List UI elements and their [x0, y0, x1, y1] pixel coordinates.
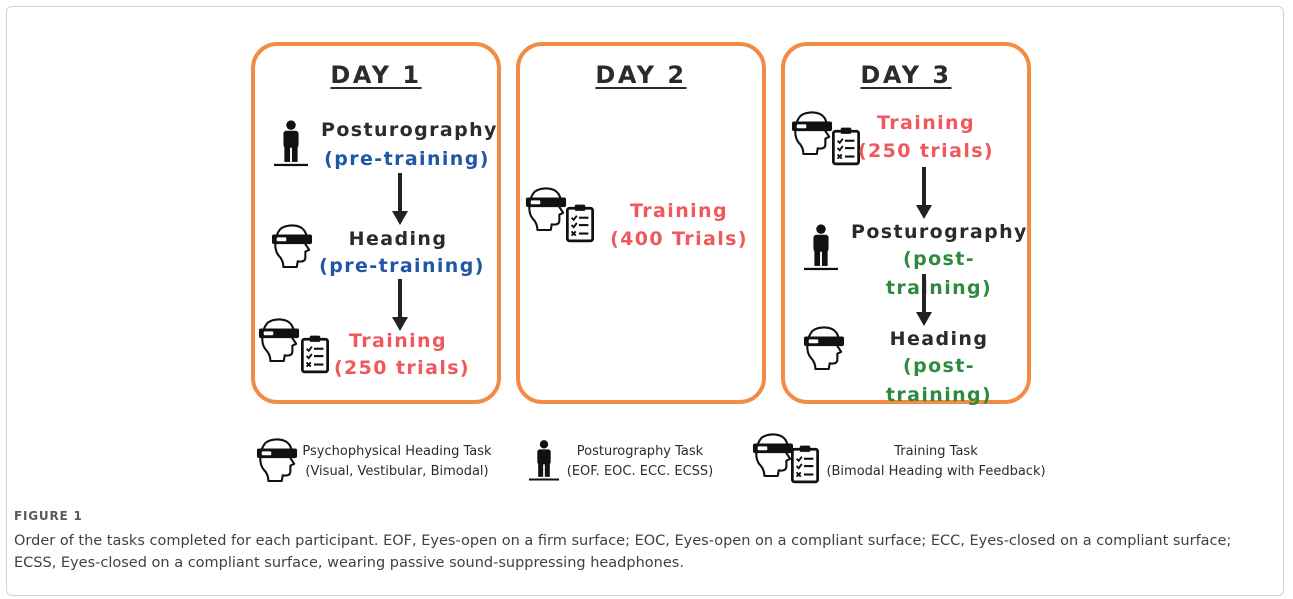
day-3-title: DAY 3	[860, 61, 952, 89]
standing-person-icon	[804, 223, 838, 273]
vr-headset-head-icon	[256, 437, 298, 483]
day-2-box: DAY 2 Training (400 Trials)	[516, 42, 766, 404]
legend-training-detail: (Bimodal Heading with Feedback)	[826, 464, 1046, 479]
day-1-box: DAY 1 Posturography (pre-training) Headi…	[251, 42, 501, 404]
day-1-title: DAY 1	[330, 61, 422, 89]
standing-person-icon	[274, 119, 308, 169]
figure-frame	[6, 6, 1284, 596]
figure-caption: Order of the tasks completed for each pa…	[14, 533, 1232, 571]
legend-posturography-detail: (EOF. EOC. ECC. ECSS)	[566, 464, 714, 479]
figure-label: FIGURE 1	[14, 509, 83, 523]
legend-heading-title: Psychophysical Heading Task	[302, 444, 492, 459]
day-1-posturography-sub: (pre-training)	[324, 148, 490, 170]
arrow-down-icon	[916, 167, 932, 219]
day-3-posturography-label: Posturography	[851, 221, 1028, 243]
day-2-title: DAY 2	[595, 61, 687, 89]
day-3-training-sub: (250 trials)	[857, 140, 995, 162]
legend-heading-task: Psychophysical Heading Task (Visual, Ves…	[302, 442, 492, 482]
day-3-heading-sub: (post-training)	[885, 355, 993, 406]
legend-posturography-title: Posturography Task	[576, 444, 704, 459]
vr-headset-head-icon	[803, 325, 845, 371]
day-1-training-sub: (250 trials)	[333, 357, 471, 379]
legend-training-title: Training Task	[894, 444, 978, 459]
headset-clipboard-icon	[752, 432, 826, 494]
day-2-training-sub: (400 Trials)	[610, 228, 748, 250]
legend-heading-detail: (Visual, Vestibular, Bimodal)	[305, 464, 489, 479]
day-3-box: DAY 3 Training (250 trials) Posturograph…	[781, 42, 1031, 406]
day-1-posturography-label: Posturography	[321, 119, 498, 141]
standing-person-icon	[529, 436, 559, 486]
arrow-down-icon	[392, 279, 408, 331]
day-1-training-label: Training	[349, 330, 447, 352]
arrow-down-icon	[916, 274, 932, 326]
day-3-posturography-sub: (post-training)	[885, 248, 993, 299]
day-1-heading-label: Heading	[348, 228, 448, 250]
day-2-training-label: Training	[630, 200, 728, 222]
day-3-heading-label: Heading	[889, 328, 989, 350]
headset-clipboard-icon	[525, 186, 599, 248]
legend-training-task: Training Task (Bimodal Heading with Feed…	[826, 442, 1046, 482]
legend-posturography-task: Posturography Task (EOF. EOC. ECC. ECSS)	[560, 442, 720, 482]
day-1-heading-sub: (pre-training)	[319, 255, 485, 277]
day-3-training-label: Training	[877, 112, 975, 134]
arrow-down-icon	[392, 173, 408, 225]
